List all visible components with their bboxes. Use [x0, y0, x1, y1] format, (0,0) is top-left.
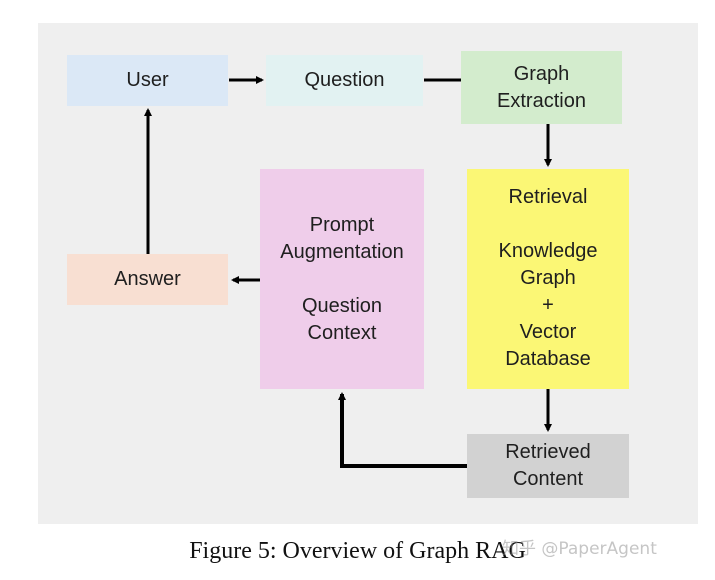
retrieved-content-label: Retrieved Content [505, 441, 591, 490]
watermark: 知乎 @PaperAgent [502, 539, 657, 559]
graph-extraction-node: Graph Extraction [461, 51, 622, 124]
answer-node-label: Answer [114, 268, 181, 290]
question-context-label: Question Context [301, 294, 383, 344]
answer-node: Answer [67, 254, 228, 305]
retrieval-body: Knowledge Graph + Vector Database [498, 240, 598, 370]
user-node-label: User [126, 69, 169, 91]
user-node: User [67, 55, 228, 106]
retrieval-title: Retrieval [508, 186, 588, 208]
figure-caption: Figure 5: Overview of Graph RAG [189, 538, 526, 564]
question-node-label: Question [304, 69, 385, 91]
retrieved-content-node: Retrieved Content [467, 434, 629, 498]
prompt-augmentation-label: Prompt Augmentation [280, 213, 404, 263]
question-node: Question [266, 55, 423, 106]
prompt-augmentation-node: Prompt Augmentation Question Context [260, 169, 424, 389]
graph-extraction-label: Graph Extraction [497, 62, 586, 112]
retrieval-node: Retrieval Knowledge Graph + Vector Datab… [467, 169, 629, 389]
